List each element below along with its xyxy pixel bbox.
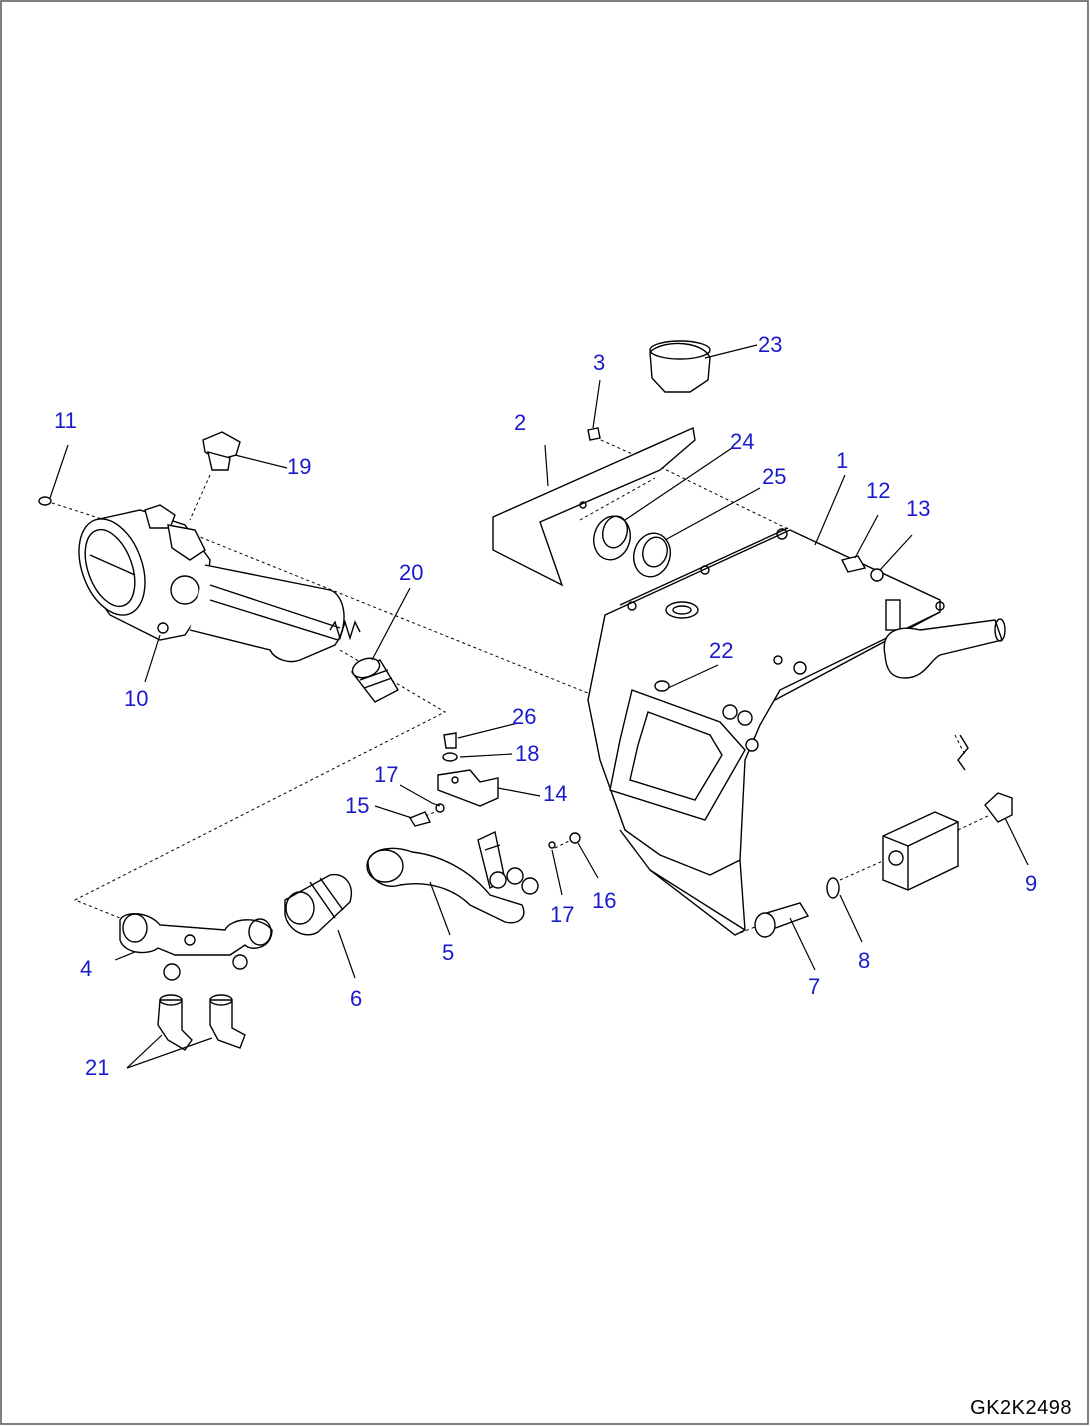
callout-7: 7: [808, 974, 820, 999]
callout-14: 14: [543, 781, 567, 806]
hose-right: [883, 618, 1006, 679]
leader-lines: [49, 344, 1029, 1069]
callout-9: 9: [1025, 871, 1037, 896]
nut-part-16: [569, 832, 581, 844]
housing-part-10: [78, 504, 361, 663]
callout-17-upper: 17: [374, 762, 398, 787]
callout-2: 2: [514, 410, 526, 435]
callout-22: 22: [709, 638, 733, 663]
screw-part-3: [587, 427, 601, 441]
bolt-part-15: [408, 811, 432, 827]
washer-part-13: [870, 568, 884, 582]
callout-15: 15: [345, 793, 369, 818]
callout-25: 25: [762, 464, 786, 489]
callout-17-lower: 17: [550, 902, 574, 927]
filter-part-20: [350, 657, 399, 703]
callout-11: 11: [54, 408, 77, 433]
callout-6: 6: [350, 986, 362, 1011]
callout-8: 8: [858, 948, 870, 973]
washer-part-18: [442, 752, 458, 762]
hook: [957, 734, 969, 771]
callout-12: 12: [866, 478, 890, 503]
callout-13: 13: [906, 496, 930, 521]
callout-16: 16: [592, 888, 616, 913]
pin-part-12: [840, 555, 867, 573]
seal-part-8: [826, 877, 840, 899]
callout-3: 3: [593, 350, 605, 375]
collar-part-24: [593, 515, 631, 561]
callout-21: 21: [85, 1055, 109, 1080]
fittings-part-21: [157, 994, 246, 1051]
pipe-part-4: [119, 913, 273, 981]
callout-10: 10: [124, 686, 148, 711]
elbow-part-5: [366, 830, 539, 924]
washer-part-17-lower: [548, 841, 556, 849]
nut-part-22: [654, 680, 670, 692]
bolt-part-7: [754, 902, 810, 938]
tank-part-1: [587, 527, 945, 936]
callout-19: 19: [287, 454, 311, 479]
callout-5: 5: [442, 940, 454, 965]
callout-18: 18: [515, 741, 539, 766]
callout-26: 26: [512, 704, 536, 729]
plug-part-9: [984, 792, 1013, 823]
washer-part-17-upper: [435, 803, 445, 813]
bolt-part-11: [38, 496, 52, 506]
callout-labels: 1 2 3 4 5 6 7 8 9 10 11 12 13 14 15 16 1…: [54, 332, 1037, 1080]
drawing-code: GK2K2498: [970, 1397, 1072, 1419]
callout-24: 24: [730, 429, 754, 454]
cap-part-23: [649, 340, 711, 393]
bolt-part-26: [443, 732, 457, 749]
seal-part-25: [633, 532, 671, 578]
callout-20: 20: [399, 560, 423, 585]
callout-23: 23: [758, 332, 782, 357]
coupling-part-6: [284, 873, 352, 936]
breather-part-19: [202, 431, 241, 471]
cover-part-2: [492, 426, 696, 587]
valve-block: [882, 811, 959, 891]
callout-4: 4: [80, 956, 92, 981]
bracket-part-14: [437, 769, 499, 807]
callout-1: 1: [836, 448, 848, 473]
